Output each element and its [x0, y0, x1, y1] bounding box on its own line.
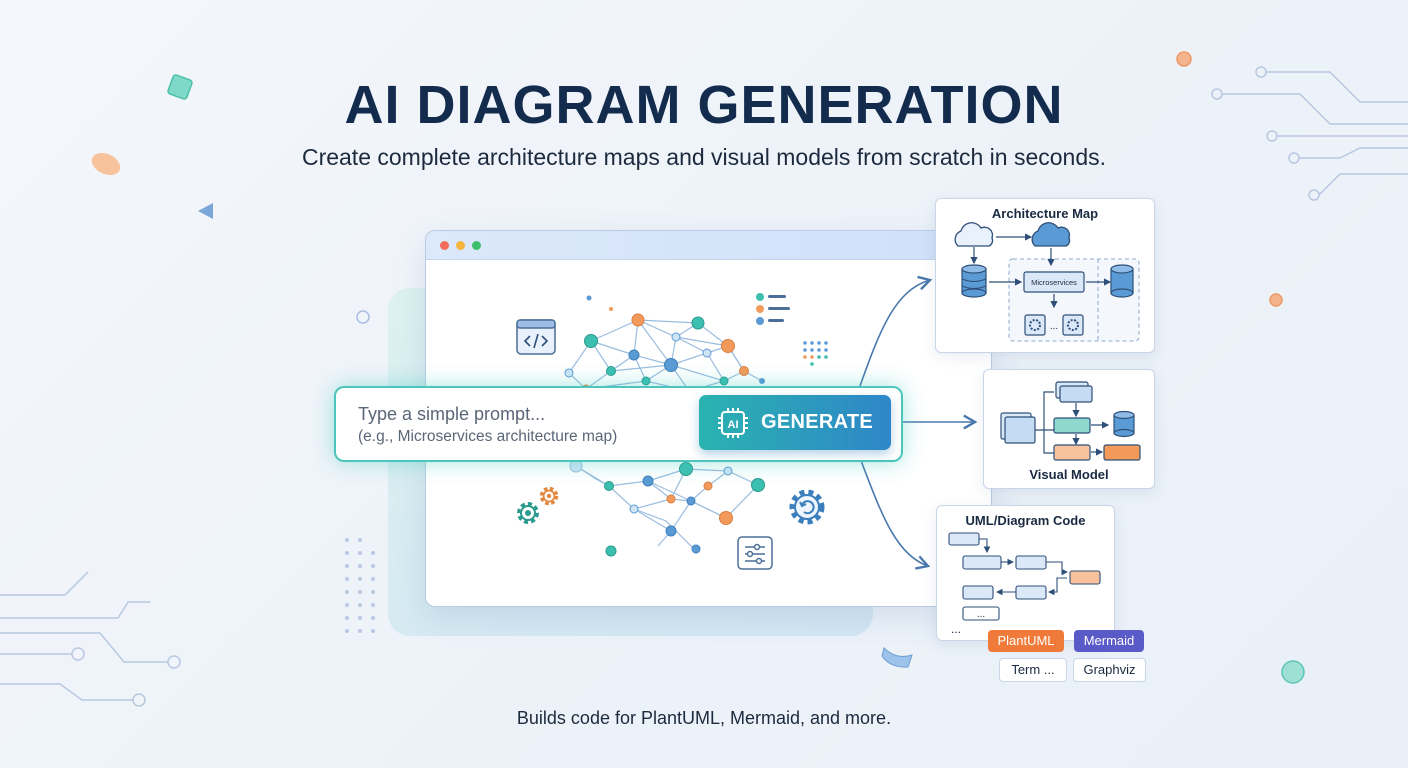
sliders-icon: [737, 536, 773, 570]
uml-code-diagram: ... ...: [948, 532, 1101, 636]
arrow-to-uml-code: [859, 457, 931, 570]
window-minimize-dot: [456, 241, 465, 250]
arrow-to-architecture-map: [859, 275, 933, 387]
architecture-map-title: Architecture Map: [991, 206, 1099, 221]
dot-grid-decoration: [345, 538, 375, 633]
teal-square-shape: [167, 74, 193, 100]
visual-model-title: Visual Model: [1029, 467, 1109, 482]
generate-button[interactable]: AI GENERATE: [699, 395, 891, 450]
database-icon: [1113, 410, 1135, 438]
microservices-node-label: Microservices: [1031, 278, 1077, 287]
database-icon: [961, 264, 987, 298]
ai-chip-icon: AI: [718, 408, 748, 438]
list-icon: [756, 293, 790, 325]
architecture-map-diagram: Microservices ...: [954, 222, 1140, 342]
tag-term[interactable]: Term ...: [999, 658, 1067, 682]
gears-icon: [517, 486, 559, 524]
tag-graphviz[interactable]: Graphviz: [1073, 658, 1146, 682]
refresh-gear-icon: [789, 489, 825, 525]
orange-pill-shape: [91, 152, 121, 176]
tag-mermaid[interactable]: Mermaid: [1074, 630, 1144, 652]
architecture-map-card: Architecture Map Microservices: [935, 198, 1155, 353]
database-icon: [1110, 264, 1134, 298]
prompt-example: (e.g., Microservices architecture map): [358, 428, 618, 445]
dot-matrix-icon: [803, 341, 828, 366]
service-gear-box: [1024, 314, 1046, 336]
circuit-lines-bottom-left: [0, 571, 181, 707]
page-title: AI DIAGRAM GENERATION: [344, 75, 1064, 135]
cloud-icon: [954, 222, 994, 247]
footer-note: Builds code for PlantUML, Mermaid, and m…: [516, 708, 892, 728]
window-maximize-dot: [472, 241, 481, 250]
orange-dot-shape: [1176, 51, 1192, 67]
service-gear-box: [1062, 314, 1084, 336]
generate-button-label: GENERATE: [761, 411, 874, 433]
cloud-icon: [1031, 222, 1071, 247]
uml-code-title: UML/Diagram Code: [965, 513, 1086, 528]
uml-ellipsis-inner: ...: [977, 609, 985, 620]
arch-ellipsis: ...: [1050, 321, 1058, 332]
blue-triangle-shape: [198, 203, 213, 219]
visual-model-card: Visual Model: [983, 369, 1155, 489]
code-window-icon: [516, 319, 556, 355]
window-close-dot: [440, 241, 449, 250]
uml-ellipsis-outer: ...: [951, 622, 961, 636]
orange-dot-shape: [1269, 293, 1283, 307]
ai-chip-text: AI: [728, 419, 739, 431]
tag-plantuml[interactable]: PlantUML: [988, 630, 1064, 652]
page-subtitle: Create complete architecture maps and vi…: [301, 144, 1107, 170]
blue-curved-shape: [881, 647, 913, 668]
circuit-lines-top-right: [1211, 66, 1408, 201]
prompt-placeholder: Type a simple prompt...: [358, 404, 546, 424]
teal-dot-shape: [1281, 660, 1305, 684]
browser-titlebar: [426, 231, 991, 260]
prompt-input-box[interactable]: Type a simple prompt... (e.g., Microserv…: [334, 386, 903, 462]
uml-code-card: UML/Diagram Code ... ...: [936, 505, 1115, 641]
visual-model-diagram: [1000, 381, 1141, 461]
small-ring-shape: [356, 310, 370, 324]
